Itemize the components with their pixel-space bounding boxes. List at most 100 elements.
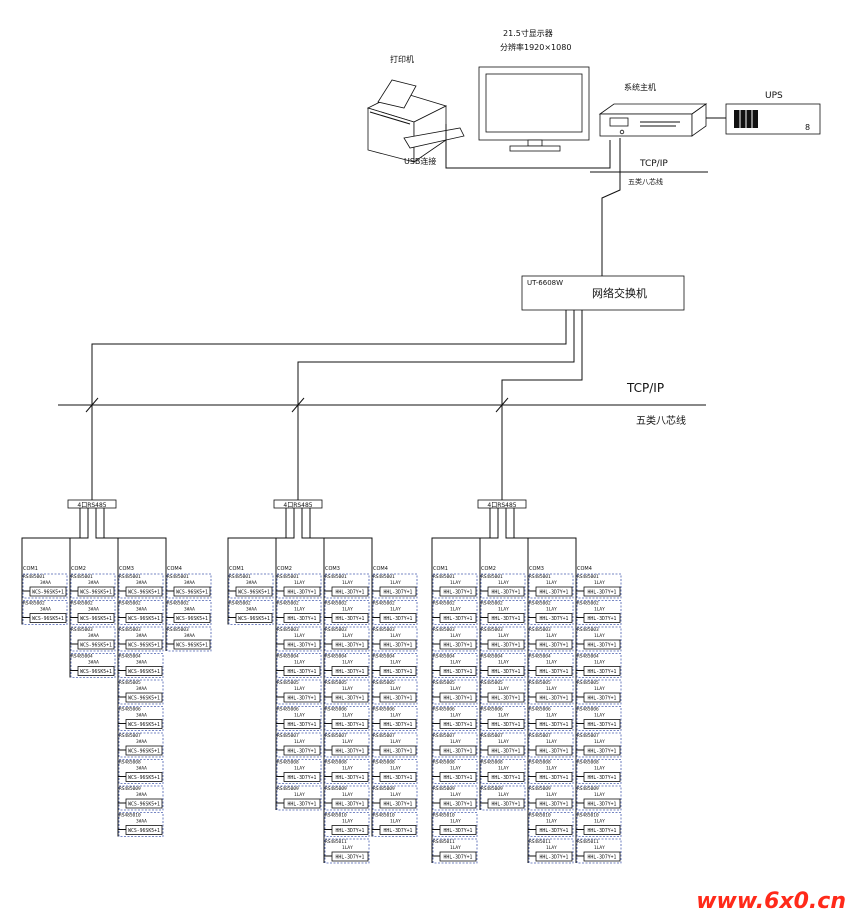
device-group-frame [372, 812, 418, 837]
meter-model: WCS-96SK5+1 [128, 749, 160, 755]
device-group-frame [480, 732, 526, 758]
device-group-frame [276, 759, 322, 784]
device-name: 1LAY [594, 633, 605, 639]
meter-model: HHL-3D7Y+1 [336, 855, 365, 861]
meter-model: HHL-3D7Y+1 [288, 749, 317, 755]
rs485-address: RS485008 [577, 760, 599, 766]
device-name: 1LAY [594, 766, 605, 772]
meter-model: WCS-96SK5+1 [32, 590, 64, 596]
rs485-address: RS485009 [119, 786, 141, 792]
port-feed-line [103, 508, 167, 651]
meter-model: HHL-3D7Y+1 [588, 828, 617, 834]
port-feed-line [275, 508, 295, 810]
port-feed-line [513, 508, 577, 863]
rs485-address: RS485003 [119, 627, 141, 633]
meter-model: HHL-3D7Y+1 [336, 590, 365, 596]
rs485-address: RS485011 [433, 839, 455, 845]
device-group-frame [276, 653, 322, 678]
device-name: 1LAY [594, 739, 605, 745]
meter-model: HHL-3D7Y+1 [384, 590, 413, 596]
device-name: 1LAY [294, 633, 305, 639]
device-name: 1LAY [546, 713, 557, 719]
device-name: 3#AA [136, 739, 147, 745]
rs485-address: RS485001 [277, 574, 299, 580]
device-name: 1LAY [546, 792, 557, 798]
meter-model: HHL-3D7Y+1 [492, 616, 521, 622]
device-name: 3#AA [88, 660, 99, 666]
rs485-address: RS485009 [325, 786, 347, 792]
com-port-label: COM4 [577, 566, 592, 572]
gateway-box [273, 499, 323, 509]
rs485-address: RS485011 [325, 839, 347, 845]
printer-icon [366, 79, 465, 163]
rs485-address: RS485010 [373, 813, 395, 819]
rs485-address: RS485005 [119, 680, 141, 686]
device-name: 1LAY [294, 686, 305, 692]
device-group-frame [324, 812, 370, 837]
device-name: 1LAY [546, 739, 557, 745]
monitor-icon [478, 66, 590, 152]
device-name: 1LAY [294, 766, 305, 772]
meter-model: HHL-3D7Y+1 [444, 749, 473, 755]
device-name: 1LAY [342, 686, 353, 692]
device-name: 1LAY [390, 660, 401, 666]
device-name: 1LAY [546, 633, 557, 639]
device-name: 1LAY [390, 739, 401, 745]
meter-model: WCS-96SK5+1 [128, 802, 160, 808]
device-group-frame [432, 732, 478, 758]
meter-model: HHL-3D7Y+1 [588, 669, 617, 675]
device-name: 3#AA [88, 633, 99, 639]
device-name: 1LAY [546, 580, 557, 586]
meter-model: HHL-3D7Y+1 [384, 722, 413, 728]
meter-model: WCS-96SK5+1 [238, 616, 270, 622]
rs485-address: RS485010 [577, 813, 599, 819]
bus-protocol-label: TCP/IP [626, 381, 664, 395]
device-group-frame [372, 653, 418, 678]
device-name: 1LAY [342, 766, 353, 772]
rs485-address: RS485002 [433, 601, 455, 607]
device-group-frame [528, 653, 574, 678]
rs485-address: RS485006 [433, 707, 455, 713]
rs485-address: RS485010 [119, 813, 141, 819]
device-group-frame [324, 838, 370, 864]
device-name: 3#AA [246, 607, 257, 613]
device-group-frame [432, 785, 478, 811]
rs485-address: RS485007 [481, 733, 503, 739]
device-name: 1LAY [390, 686, 401, 692]
meter-model: HHL-3D7Y+1 [492, 722, 521, 728]
device-name: 1LAY [450, 713, 461, 719]
meter-model: HHL-3D7Y+1 [336, 722, 365, 728]
device-group-frame [528, 785, 574, 811]
meter-model: HHL-3D7Y+1 [540, 722, 569, 728]
device-name: 1LAY [390, 766, 401, 772]
device-group-frame [372, 573, 418, 599]
com-port-label: COM2 [277, 566, 292, 572]
device-trees: 4口RS485COM1RS4850013#AAWCS-96SK5+1RS4850… [21, 499, 622, 864]
device-group-frame [432, 626, 478, 652]
meter-model: WCS-96SK5+1 [128, 828, 160, 834]
device-name: 3#AA [184, 607, 195, 613]
device-group-frame [324, 785, 370, 811]
com-port-label: COM3 [119, 566, 134, 572]
device-group-frame [118, 679, 164, 705]
meter-model: HHL-3D7Y+1 [588, 855, 617, 861]
com-port-label: COM1 [23, 566, 38, 572]
meter-model: HHL-3D7Y+1 [288, 696, 317, 702]
device-name: 3#AA [40, 607, 51, 613]
device-name: 1LAY [594, 580, 605, 586]
meter-model: HHL-3D7Y+1 [588, 590, 617, 596]
device-group-frame [118, 626, 164, 652]
rs485-address: RS485008 [481, 760, 503, 766]
meter-model: HHL-3D7Y+1 [384, 802, 413, 808]
device-group-frame [372, 759, 418, 784]
device-group-frame [480, 653, 526, 678]
rs485-address: RS485008 [119, 760, 141, 766]
rs485-address: RS485002 [481, 601, 503, 607]
device-name: 1LAY [294, 660, 305, 666]
device-group-frame [528, 732, 574, 758]
device-name: 3#AA [136, 607, 147, 613]
device-name: 3#AA [136, 633, 147, 639]
meter-model: WCS-96SK5+1 [80, 643, 112, 649]
rs485-address: RS485006 [325, 707, 347, 713]
port-feed-line [431, 508, 491, 863]
